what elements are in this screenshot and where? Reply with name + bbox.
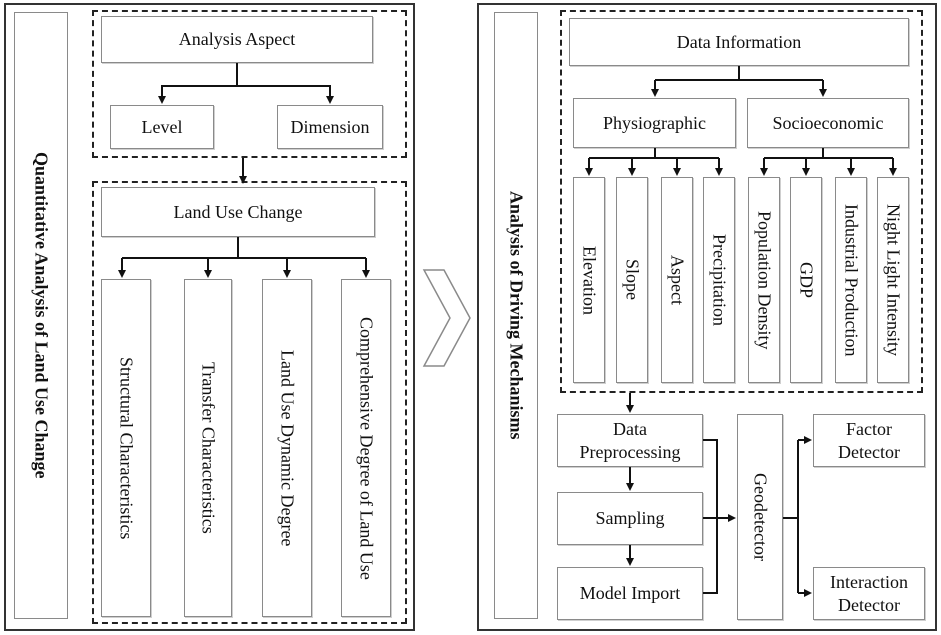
interaction-detector-line2: Detector [838, 594, 900, 615]
sampling-box: Sampling [557, 492, 703, 545]
data-preprocessing-line2: Preprocessing [579, 441, 681, 462]
right-panel-title: Analysis of Driving Mechanisms [506, 191, 527, 440]
precipitation-label: Precipitation [709, 234, 730, 326]
population-density-label: Population Density [754, 210, 775, 350]
night-light-intensity-label: Night Light Intensity [883, 204, 904, 356]
data-preprocessing-box: Data Preprocessing [557, 414, 703, 467]
geodetector-box: Geodetector [737, 414, 783, 620]
gdp-box: GDP [790, 177, 822, 383]
socioeconomic-label: Socioeconomic [772, 112, 884, 133]
industrial-production-label: Industrial Production [841, 203, 862, 357]
socioeconomic-box: Socioeconomic [747, 98, 909, 148]
analysis-aspect-box: Analysis Aspect [101, 16, 373, 63]
comprehensive-degree-box: Comprehensive Degree of Land Use [341, 279, 391, 617]
population-density-box: Population Density [748, 177, 780, 383]
transfer-characteristics-label: Transfer Characteristics [198, 362, 219, 534]
land-use-dynamic-degree-box: Land Use Dynamic Degree [262, 279, 312, 617]
panel-chevron-icon [422, 269, 471, 367]
analysis-aspect-label: Analysis Aspect [178, 29, 296, 50]
interaction-detector-line1: Interaction [830, 572, 908, 592]
precipitation-box: Precipitation [703, 177, 735, 383]
land-use-change-group [92, 181, 407, 624]
comprehensive-degree-label: Comprehensive Degree of Land Use [356, 316, 377, 580]
transfer-characteristics-box: Transfer Characteristics [184, 279, 232, 617]
left-panel-title: Quantitative Analysis of Land Use Change [31, 152, 52, 479]
right-panel-frame [477, 3, 937, 631]
factor-detector-line2: Detector [838, 441, 900, 462]
land-use-dynamic-degree-label: Land Use Dynamic Degree [277, 349, 298, 547]
physiographic-box: Physiographic [573, 98, 736, 148]
dimension-label: Dimension [290, 116, 370, 137]
land-use-change-label: Land Use Change [173, 201, 303, 222]
structural-characteristics-box: Structural Characteristics [101, 279, 151, 617]
dimension-box: Dimension [277, 105, 383, 149]
model-import-box: Model Import [557, 567, 703, 620]
left-panel-frame [4, 3, 415, 631]
data-preprocessing-line1: Data [613, 419, 647, 439]
data-information-box: Data Information [569, 18, 909, 66]
gdp-label: GDP [796, 261, 817, 298]
left-title-box: Quantitative Analysis of Land Use Change [14, 12, 68, 619]
slope-box: Slope [616, 177, 648, 383]
factor-detector-line1: Factor [846, 419, 892, 439]
level-label: Level [141, 116, 183, 137]
model-import-label: Model Import [579, 583, 681, 604]
interaction-detector-box: Interaction Detector [813, 567, 925, 620]
sampling-label: Sampling [595, 508, 665, 529]
factor-detector-box: Factor Detector [813, 414, 925, 467]
geodetector-label: Geodetector [750, 473, 771, 561]
right-title-box: Analysis of Driving Mechanisms [494, 12, 538, 619]
data-information-label: Data Information [676, 31, 802, 52]
data-information-group [560, 10, 923, 393]
industrial-production-box: Industrial Production [835, 177, 867, 383]
structural-characteristics-label: Structural Characteristics [116, 356, 137, 540]
elevation-label: Elevation [579, 245, 600, 315]
slope-label: Slope [622, 259, 643, 301]
analysis-aspect-group [92, 10, 407, 158]
aspect-box: Aspect [661, 177, 693, 383]
level-box: Level [110, 105, 214, 149]
night-light-intensity-box: Night Light Intensity [877, 177, 909, 383]
aspect-label: Aspect [667, 255, 688, 305]
elevation-box: Elevation [573, 177, 605, 383]
physiographic-label: Physiographic [603, 112, 706, 133]
land-use-change-box: Land Use Change [101, 187, 375, 237]
